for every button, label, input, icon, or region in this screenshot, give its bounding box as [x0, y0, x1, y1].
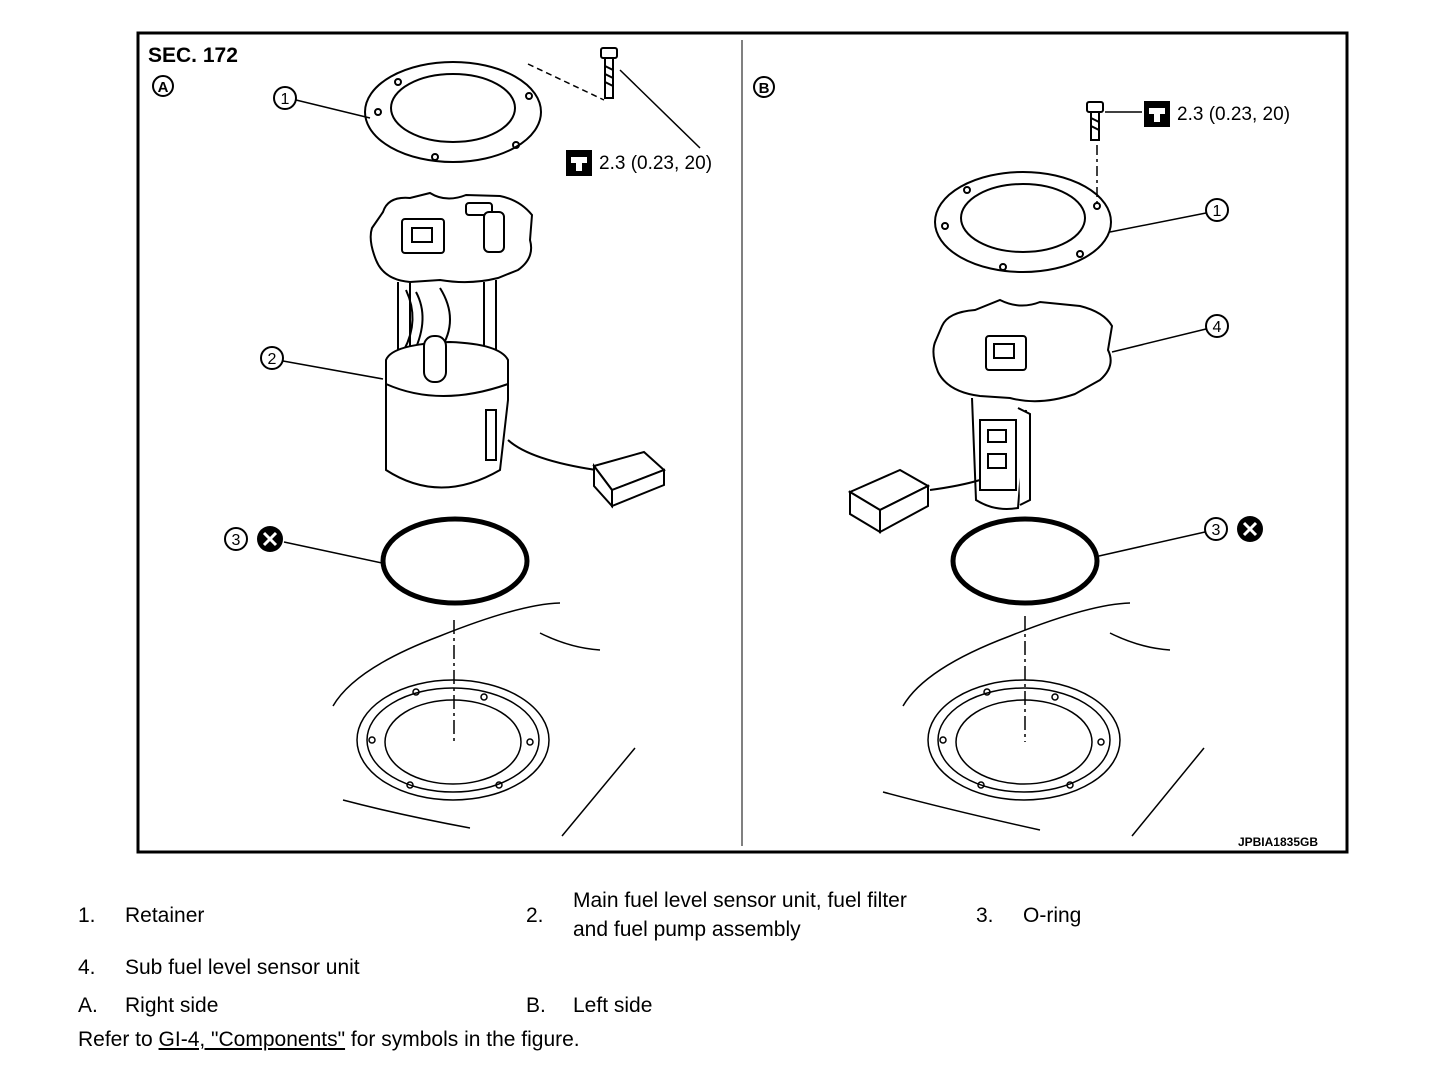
torque-value-a: 2.3 (0.23, 20) [599, 153, 712, 174]
sensor-float-a [592, 450, 666, 509]
legend-key: A. [78, 994, 98, 1017]
callout-2-a: 2 [260, 346, 284, 370]
legend-text: Sub fuel level sensor unit [125, 956, 360, 979]
o-ring-b [950, 516, 1100, 606]
svg-text:3: 3 [1212, 522, 1221, 539]
bolt-a [600, 47, 618, 99]
section-label: SEC. 172 [148, 44, 238, 67]
legend-key: 4. [78, 956, 96, 979]
callout-1-b: 1 [1205, 198, 1229, 222]
figure-code: JPBIA1835GB [1238, 835, 1318, 849]
legend-text: Left side [573, 994, 653, 1017]
legend-key: B. [526, 994, 546, 1017]
view-b-marker: B [753, 76, 775, 98]
fuel-pump-assembly [369, 191, 597, 489]
figure-frame [136, 31, 1349, 854]
torque-value-b: 2.3 (0.23, 20) [1177, 104, 1290, 125]
legend-text-2: Main fuel level sensor unit, fuel filter… [573, 889, 907, 941]
replace-icon [257, 526, 283, 552]
svg-text:2: 2 [268, 351, 277, 368]
callout-4-b: 4 [1205, 314, 1229, 338]
legend-text: O-ring [1023, 904, 1082, 927]
sub-fuel-level-sensor-unit [929, 298, 1114, 510]
refer-prefix: Refer to [78, 1028, 159, 1051]
fuel-tank-b [882, 602, 1205, 837]
components-link[interactable]: GI-4, "Components" [158, 1028, 346, 1051]
retainer-b [934, 171, 1112, 273]
exploded-parts-diagram: SEC. 172 A B 2.3 (0.23, 20) 1 [136, 31, 1349, 854]
legend-text: Retainer [125, 904, 205, 927]
fuel-tank-a [332, 602, 636, 837]
legend-key: 3. [976, 904, 994, 927]
svg-text:4: 4 [1213, 319, 1222, 336]
svg-text:1: 1 [281, 91, 290, 108]
refer-note: Refer to GI-4, "Components" for symbols … [78, 1028, 580, 1052]
legend-key: 2. [526, 904, 544, 927]
callout-3-b: 3 [1204, 517, 1228, 541]
svg-text:B: B [759, 80, 770, 97]
legend-key: 1. [78, 904, 96, 927]
refer-suffix: for symbols in the figure. [345, 1028, 580, 1051]
torque-icon [1144, 101, 1170, 127]
callout-3-a: 3 [224, 527, 248, 551]
legend-text: Right side [125, 994, 219, 1017]
o-ring-a [380, 516, 530, 606]
bolt-b [1086, 101, 1104, 141]
retainer-a [364, 61, 542, 163]
svg-text:A: A [158, 79, 169, 96]
replace-icon [1237, 516, 1263, 542]
view-a-marker: A [152, 75, 174, 97]
callout-1-a: 1 [273, 86, 297, 110]
sensor-float-b [847, 468, 931, 534]
svg-text:1: 1 [1213, 203, 1222, 220]
svg-text:3: 3 [232, 532, 241, 549]
torque-icon [566, 150, 592, 176]
